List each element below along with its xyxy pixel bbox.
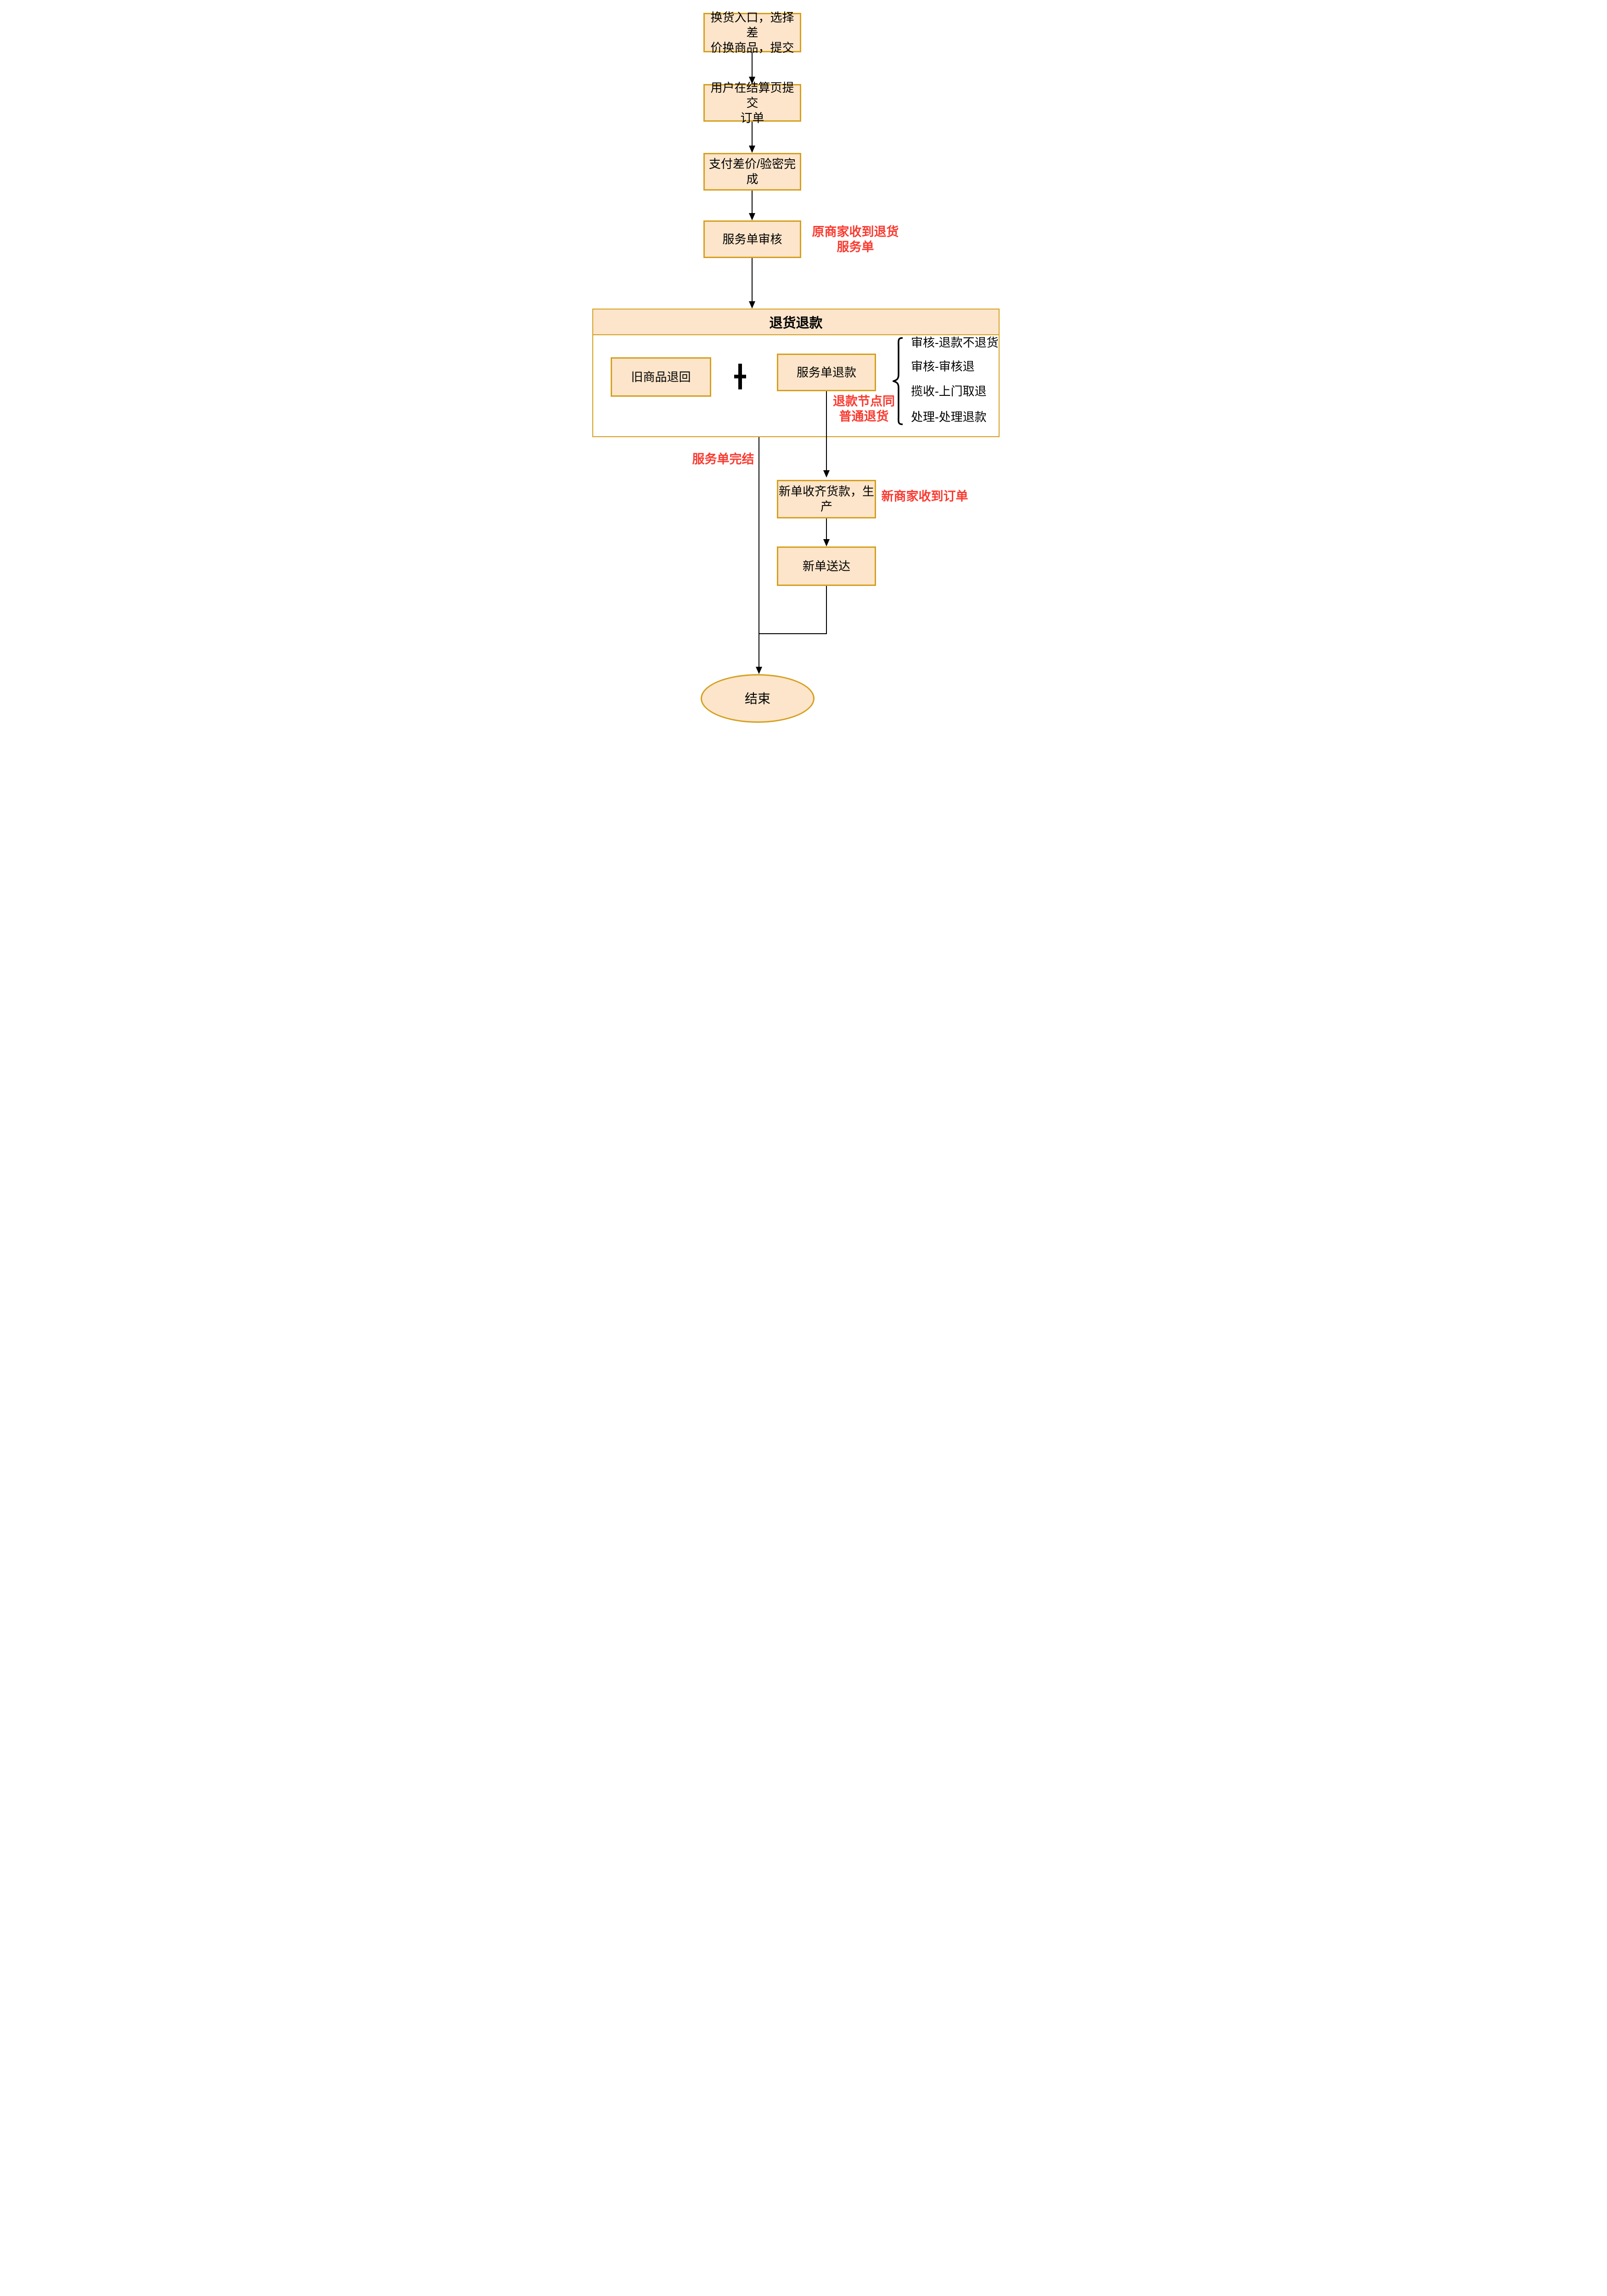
node-service-audit: 服务单审核	[703, 220, 801, 258]
connector-entry-checkout	[752, 52, 753, 77]
arrowhead-end	[756, 667, 762, 674]
refund-stage-item: 审核-审核退	[911, 360, 975, 373]
connector-checkout-pay	[752, 122, 753, 146]
flowchart-canvas: 换货入口，选择差 价换商品，提交 用户在结算页提交 订单 支付差价/验密完 成 …	[579, 0, 1028, 727]
connector-audit-group	[752, 258, 753, 301]
arrowhead-delivery	[823, 539, 830, 546]
arrowhead-checkout	[749, 77, 755, 84]
node-new-order-delivered: 新单送达	[777, 546, 876, 586]
connector-neworder-delivery	[826, 518, 827, 539]
annotation-service-complete: 服务单完结	[692, 452, 754, 466]
node-exchange-entry: 换货入口，选择差 价换商品，提交	[703, 11, 801, 55]
annotation-refund-node: 退款节点同 普通退货	[833, 394, 895, 423]
connector-elbow-horizontal	[759, 633, 827, 634]
connector-delivery-elbow	[826, 586, 827, 634]
arrowhead-pay	[749, 146, 755, 153]
group-title: 退货退款	[593, 310, 999, 335]
brace-icon	[893, 337, 903, 425]
node-old-item-return: 旧商品退回	[611, 357, 711, 397]
refund-stage-item: 处理-处理退款	[911, 410, 987, 424]
refund-stage-item: 审核-退款不退货	[911, 336, 999, 349]
node-pay-difference: 支付差价/验密完 成	[703, 153, 801, 191]
connector-pay-audit	[752, 191, 753, 213]
plus-connector	[734, 364, 746, 389]
annotation-new-merchant: 新商家收到订单	[881, 490, 968, 503]
connector-refund-neworder	[826, 391, 827, 470]
node-service-refund: 服务单退款	[777, 354, 876, 391]
annotation-original-merchant: 原商家收到退货 服务单	[812, 225, 899, 254]
arrowhead-group	[749, 301, 755, 309]
arrowhead-neworder	[823, 470, 830, 478]
plus-horizontal-bar	[734, 375, 746, 378]
arrowhead-audit	[749, 213, 755, 220]
node-new-order-production: 新单收齐货款，生 产	[777, 480, 876, 518]
refund-stage-item: 揽收-上门取退	[911, 384, 987, 398]
node-checkout-submit: 用户在结算页提交 订单	[703, 81, 801, 125]
node-end: 结束	[701, 674, 815, 723]
